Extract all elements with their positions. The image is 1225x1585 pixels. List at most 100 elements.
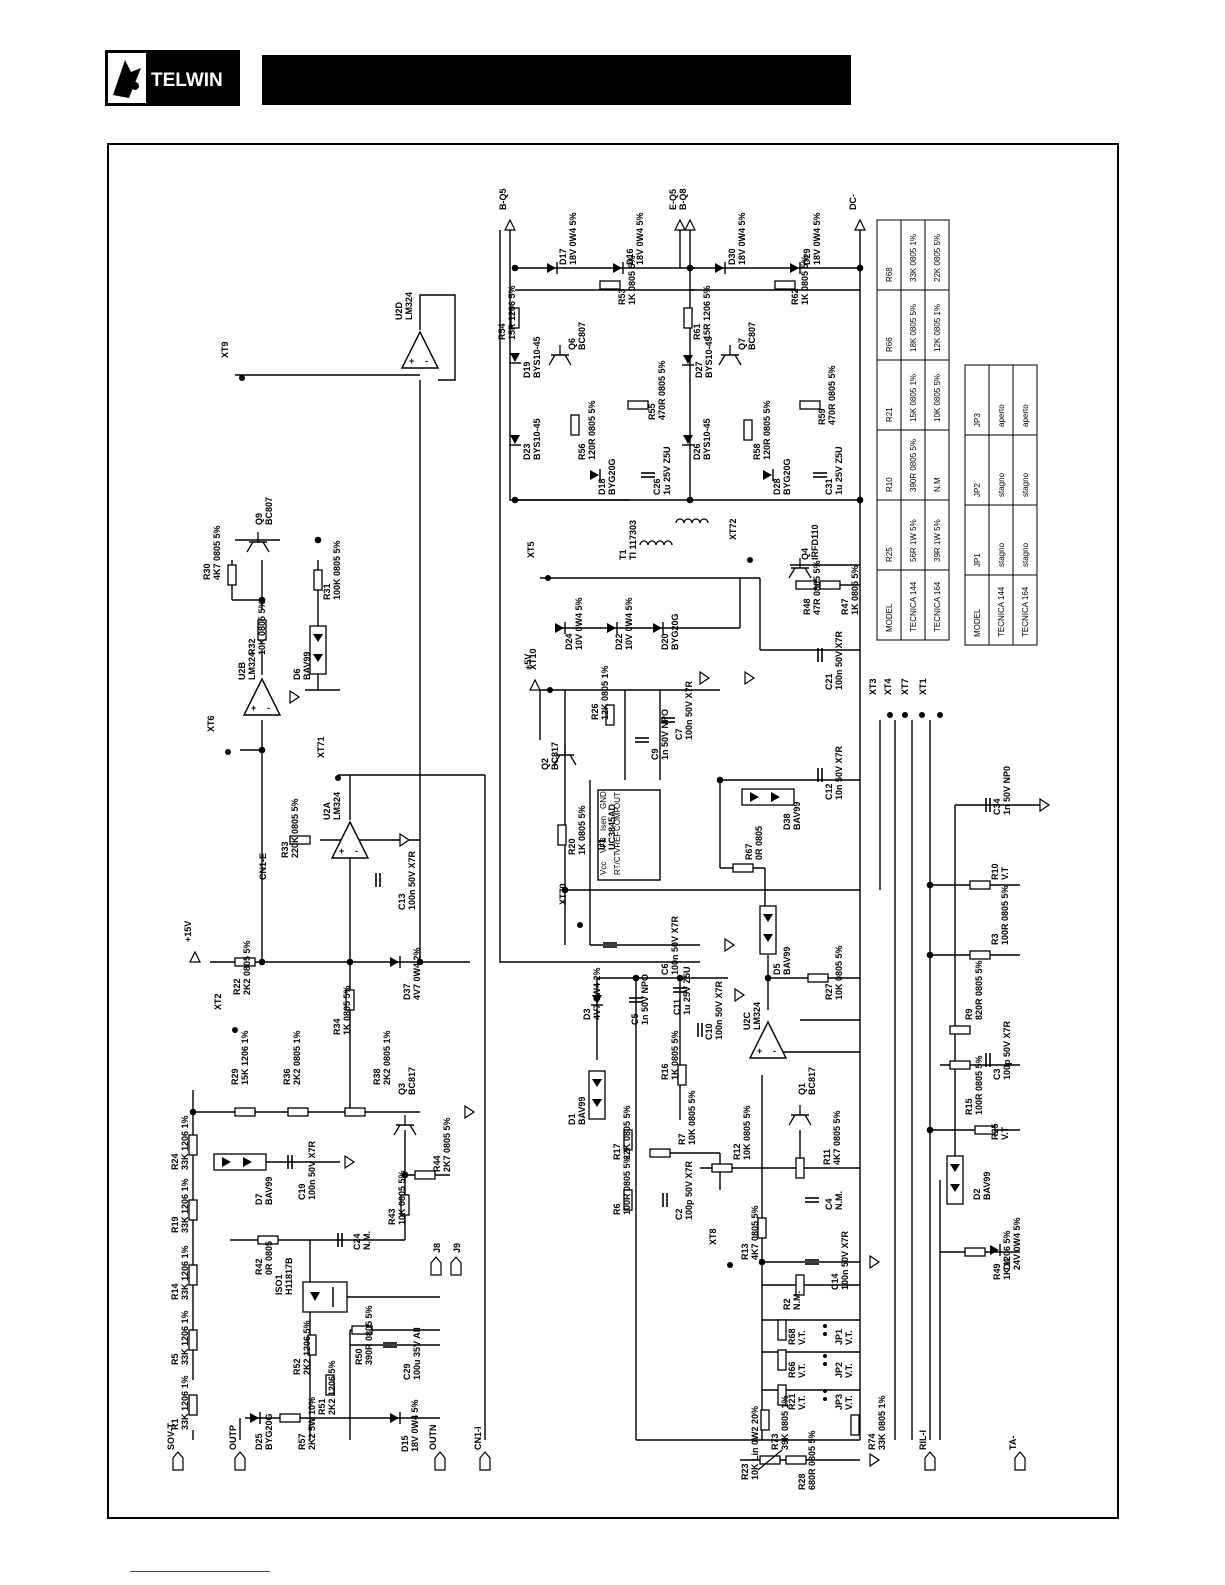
component-r31 <box>313 569 323 591</box>
component-c4 <box>805 1197 819 1203</box>
component-jp1 <box>823 1324 827 1336</box>
table-cell: stagno <box>1021 472 1030 497</box>
component-ref: D17 <box>558 248 568 265</box>
component-ref: D15 <box>400 1435 410 1452</box>
component-value: BC807 <box>747 322 757 350</box>
component-r27 <box>807 973 829 983</box>
component-ref: R34 <box>332 1018 342 1035</box>
table-header-cell: R10 <box>885 477 894 492</box>
component-value: 100u 35V All <box>412 1327 422 1380</box>
net-xt2: XT2 <box>213 993 238 1033</box>
component-r34 <box>345 989 355 1011</box>
net-label: XT4 <box>883 678 893 695</box>
telwin-logo: TELWIN <box>105 50 240 106</box>
component-value: 100n 50V X7R <box>670 915 680 975</box>
component-value: 100K 0805 5% <box>332 540 342 600</box>
component-ref: U2D <box>394 301 404 320</box>
component-c29 <box>383 1342 397 1348</box>
component-r16 <box>677 1064 687 1086</box>
component-value: BYG20G <box>607 458 617 495</box>
component-value: 4K7 0805 5% <box>832 1110 842 1165</box>
component-r20 <box>557 824 567 846</box>
component-d1 <box>588 1070 606 1120</box>
component-ref: R73 <box>770 1433 780 1450</box>
component-value: 1n 50V NPO <box>660 709 670 760</box>
component-value: 10K 0805 5% <box>687 1090 697 1145</box>
component-j8 <box>430 1256 442 1276</box>
component-ref: R23 <box>740 1463 750 1480</box>
component-c24 <box>337 1233 343 1247</box>
component-value: 10K 0805 5% <box>742 1105 752 1160</box>
component-ref: D19 <box>522 361 532 378</box>
component-q6 <box>548 345 572 366</box>
component-r48 <box>795 580 817 590</box>
component-ref: R61 <box>692 323 702 340</box>
component-ref: R12 <box>732 1143 742 1160</box>
component-value: 10K 0805 5% <box>397 1170 407 1225</box>
component-r36 <box>287 1107 309 1117</box>
component-value: 120R 0805 5% <box>762 400 772 460</box>
component-value: 10V 0W4 5% <box>574 597 584 650</box>
component-ref: D30 <box>727 248 737 265</box>
component-value: 33K 1206 1% <box>180 1178 190 1233</box>
ic-pin-label: VREF <box>613 832 622 853</box>
component-d23 <box>509 435 521 446</box>
net-xt1: XT1 <box>918 678 943 718</box>
component-ref: R5 <box>170 1353 180 1365</box>
component-value: BC817 <box>407 1067 417 1095</box>
component-iso1 <box>302 1281 348 1313</box>
net-label: OUTN <box>428 1425 438 1451</box>
component-value: 33K 1206 1% <box>180 1245 190 1300</box>
component-d20 <box>653 622 664 634</box>
component-ref: R29 <box>230 1068 240 1085</box>
component-value: 100p 50V X7R <box>684 1160 694 1220</box>
component-ref: R19 <box>170 1216 180 1233</box>
component-u2b: +- <box>242 677 282 716</box>
component-c6 <box>603 942 617 948</box>
component-ref: R43 <box>387 1208 397 1225</box>
component-ref: R51 <box>317 1398 327 1415</box>
component-ref: C21 <box>824 673 834 690</box>
component-ref: R44 <box>432 1155 442 1172</box>
label-j8: J8 <box>432 1243 442 1253</box>
table-cell: 22K 0805 5% <box>933 234 942 282</box>
component-ref: Q3 <box>397 1083 407 1095</box>
component-r59 <box>799 400 821 410</box>
component-r3 <box>969 950 991 960</box>
component-value: BC817 <box>807 1067 817 1095</box>
component-r7 <box>649 1148 671 1158</box>
component-value: 2K2 5W 10% <box>307 1397 317 1450</box>
component-value: 4V7 0W4 2% <box>412 947 422 1000</box>
net-label: E-Q5 <box>668 189 678 210</box>
footer-link-underline[interactable] <box>130 1571 270 1572</box>
ground-symbol <box>399 832 411 848</box>
table-cell: TECNICA 144 <box>909 581 918 632</box>
ground-symbol <box>869 1254 881 1270</box>
component-value: 47R 0805 5% <box>812 560 822 615</box>
svg-text:+: + <box>757 1046 762 1056</box>
